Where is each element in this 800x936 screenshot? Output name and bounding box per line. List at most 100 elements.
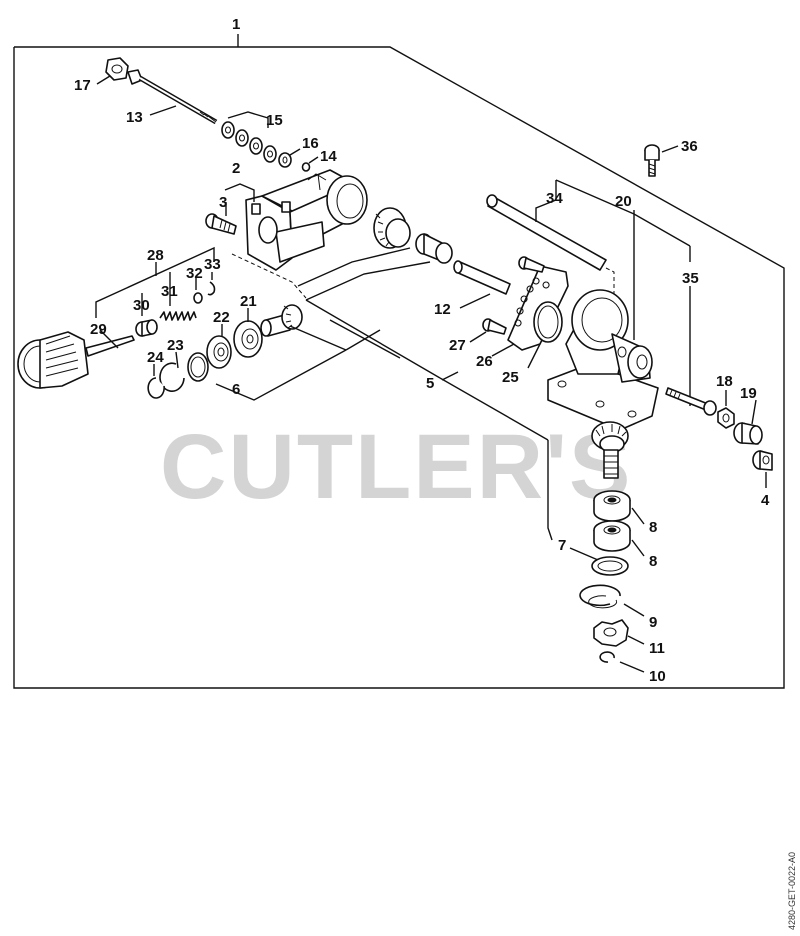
callout-29: 29 bbox=[90, 321, 107, 338]
o-ring-part-25 bbox=[533, 301, 563, 343]
callout-10: 10 bbox=[649, 668, 666, 685]
bearing-part-21 bbox=[233, 320, 263, 358]
callout-8a: 8 bbox=[649, 519, 657, 536]
bearing-part-8b bbox=[593, 520, 631, 552]
leader-8a bbox=[631, 507, 645, 525]
leader-8b bbox=[631, 539, 645, 557]
screw-part-36 bbox=[644, 144, 660, 177]
leader-9 bbox=[623, 603, 645, 617]
callout-28: 28 bbox=[147, 247, 164, 264]
callout-36: 36 bbox=[681, 138, 698, 155]
callout-6: 6 bbox=[232, 381, 240, 398]
washer-part-16 bbox=[278, 152, 292, 168]
group-lines-7 bbox=[439, 377, 549, 441]
callout-27: 27 bbox=[449, 337, 466, 354]
leader-19 bbox=[751, 399, 757, 425]
bearing-part-8a bbox=[593, 490, 631, 522]
callout-22: 22 bbox=[213, 309, 230, 326]
group-lines-20 bbox=[555, 179, 691, 247]
leader-7 bbox=[569, 547, 599, 561]
callout-4: 4 bbox=[761, 492, 770, 509]
leader-36 bbox=[661, 145, 679, 153]
callout-15: 15 bbox=[266, 112, 283, 129]
screw-part-27 bbox=[482, 318, 507, 335]
sleeve-part-30 bbox=[135, 319, 158, 337]
bushing-part bbox=[415, 233, 453, 264]
leader-2 bbox=[224, 183, 255, 202]
leader-17 bbox=[96, 75, 111, 85]
sprocket-part-11 bbox=[593, 619, 629, 647]
callout-34: 34 bbox=[546, 190, 563, 207]
leader-26 bbox=[491, 343, 515, 357]
callout-13: 13 bbox=[126, 109, 143, 126]
leader-11 bbox=[627, 635, 645, 645]
bolt-part-13 bbox=[127, 69, 218, 125]
callout-35: 35 bbox=[682, 270, 699, 287]
group-lines-5a bbox=[297, 247, 411, 287]
callout-1: 1 bbox=[232, 16, 240, 33]
leader-7a bbox=[547, 440, 553, 541]
alignment-dashes bbox=[231, 253, 307, 299]
callout-9: 9 bbox=[649, 614, 657, 631]
shaft-part-29 bbox=[17, 331, 135, 389]
callout-23: 23 bbox=[167, 337, 184, 354]
o-ring-part-14 bbox=[301, 162, 311, 172]
drawing-code: 4280-GET-0022-A0 bbox=[787, 852, 797, 930]
leader-34a bbox=[535, 199, 557, 222]
callout-21: 21 bbox=[240, 293, 257, 310]
clamp-housing-part-2 bbox=[245, 169, 368, 271]
group-lines-5b bbox=[305, 261, 431, 301]
callout-3: 3 bbox=[219, 194, 227, 211]
callout-16: 16 bbox=[302, 135, 319, 152]
ring-part-6 bbox=[187, 352, 209, 382]
spring-part-31 bbox=[159, 311, 197, 321]
callout-33: 33 bbox=[204, 256, 221, 273]
clip-part-10 bbox=[599, 651, 615, 663]
watermark-text: CUTLER'S bbox=[160, 416, 632, 518]
callout-26: 26 bbox=[476, 353, 493, 370]
clip-part-33 bbox=[207, 281, 216, 296]
gear-housing-part-20 bbox=[547, 289, 659, 431]
circlip-part-9 bbox=[579, 584, 621, 607]
callout-17: 17 bbox=[74, 77, 91, 94]
screw-upper-right bbox=[518, 256, 545, 273]
callout-11: 11 bbox=[649, 640, 665, 657]
leader-12 bbox=[459, 293, 491, 309]
callout-31: 31 bbox=[161, 283, 178, 300]
leader-25 bbox=[527, 343, 541, 369]
callout-19: 19 bbox=[740, 385, 757, 402]
group-lines-5c bbox=[305, 299, 441, 379]
callout-8b: 8 bbox=[649, 553, 657, 570]
leader-14 bbox=[308, 156, 319, 164]
callout-20: 20 bbox=[615, 193, 632, 210]
bearing-part-22 bbox=[206, 335, 232, 369]
leader-13 bbox=[149, 105, 177, 116]
screw-part-3 bbox=[205, 213, 237, 235]
bevel-gear-upper bbox=[373, 207, 411, 249]
plug-part-4 bbox=[752, 450, 773, 471]
assembly-frame bbox=[13, 46, 785, 689]
washer-part-32 bbox=[193, 292, 203, 304]
leader-23 bbox=[175, 351, 179, 369]
bevel-gear-lower bbox=[591, 421, 629, 479]
callout-12: 12 bbox=[434, 301, 451, 318]
leader-27 bbox=[469, 331, 487, 343]
callout-7: 7 bbox=[558, 537, 566, 554]
group-lines-6b bbox=[289, 325, 347, 351]
rod-part-34 bbox=[486, 194, 607, 271]
nut-part-18 bbox=[717, 407, 735, 429]
callout-18: 18 bbox=[716, 373, 733, 390]
callout-5: 5 bbox=[426, 375, 434, 392]
group-lines-6 bbox=[215, 349, 347, 401]
washer-part-7 bbox=[591, 556, 629, 576]
leader-29 bbox=[99, 329, 119, 349]
callout-25: 25 bbox=[502, 369, 519, 386]
leader-15 bbox=[227, 111, 269, 128]
cap-part-19 bbox=[733, 422, 763, 445]
alignment-dashes-right bbox=[605, 267, 615, 296]
callout-2: 2 bbox=[232, 160, 240, 177]
callout-30: 30 bbox=[133, 297, 150, 314]
leader-16 bbox=[289, 148, 301, 156]
shaft-part-12 bbox=[453, 260, 511, 295]
